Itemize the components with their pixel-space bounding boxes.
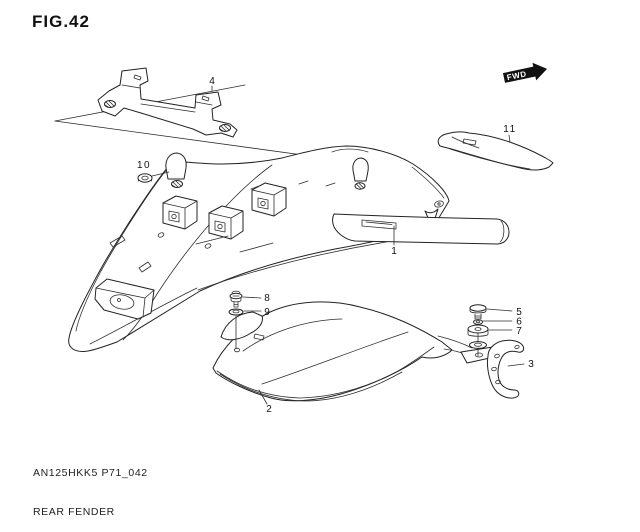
figure-footer: AN125HKK5 P71_042 REAR FENDER [33, 441, 148, 532]
callout-2: 2 [258, 389, 272, 415]
stack-seat-washer [469, 341, 487, 349]
callout-5: 5 [486, 307, 522, 318]
bracket-bolt-left [104, 100, 116, 108]
bracket-bolt-right [219, 124, 231, 132]
callout-4: 4 [209, 76, 215, 92]
callout-10: 10 [137, 160, 170, 177]
callout-1: 1 [391, 225, 397, 257]
part-10-nut [137, 173, 153, 183]
callout-3-label: 3 [528, 359, 534, 370]
callout-7: 7 [488, 326, 522, 337]
part-11-cover [437, 131, 554, 171]
figure-title: FIG.42 [32, 12, 90, 31]
fender-mount-box-2 [208, 205, 244, 240]
callout-2-label: 2 [266, 404, 272, 415]
part-9-washer [228, 308, 244, 350]
part-7-cushion [467, 324, 489, 337]
figure-name: REAR FENDER [33, 506, 115, 518]
fender-rear-bolt [354, 182, 366, 190]
callout-11-label: 11 [503, 124, 516, 135]
figure-code: AN125HKK5 P71_042 [33, 467, 148, 479]
part-6-nut [473, 319, 483, 325]
callout-3: 3 [507, 359, 534, 370]
callout-9-label: 9 [264, 307, 270, 318]
part-2-mud-flap [212, 301, 500, 402]
callout-6: 6 [482, 317, 522, 328]
callout-10-label: 10 [137, 160, 151, 171]
part-1-fender-rail [332, 213, 510, 245]
callout-8-label: 8 [264, 293, 270, 304]
part-8-screw [229, 290, 243, 308]
callout-6-label: 6 [516, 317, 522, 328]
fender-front-bolt [171, 180, 183, 188]
main-fender-body [68, 145, 450, 352]
license-lamp-housing [94, 278, 155, 320]
parts-diagram: 1 2 3 4 5 6 7 8 [54, 62, 554, 415]
callout-8: 8 [242, 293, 270, 304]
callout-4-label: 4 [209, 76, 215, 87]
callout-1-label: 1 [391, 246, 397, 257]
catalog-page: { "figure": { "title": "FIG.42", "code":… [32, 12, 554, 518]
fwd-arrow-icon [502, 62, 548, 83]
fwd-label: FWD [506, 69, 527, 82]
callout-7-label: 7 [516, 326, 522, 337]
part-4-bracket [97, 67, 238, 138]
callout-9: 9 [243, 307, 270, 318]
callout-11: 11 [503, 124, 516, 143]
callouts: 1 2 3 4 5 6 7 8 [137, 76, 534, 415]
callout-5-label: 5 [516, 307, 522, 318]
fender-mount-box-3 [251, 182, 287, 217]
part-5-bolt [469, 304, 487, 320]
fastener-stack [467, 304, 489, 357]
fwd-indicator: FWD [502, 62, 548, 83]
fender-mount-box-1 [162, 195, 198, 230]
part-3-bracket [487, 339, 525, 399]
